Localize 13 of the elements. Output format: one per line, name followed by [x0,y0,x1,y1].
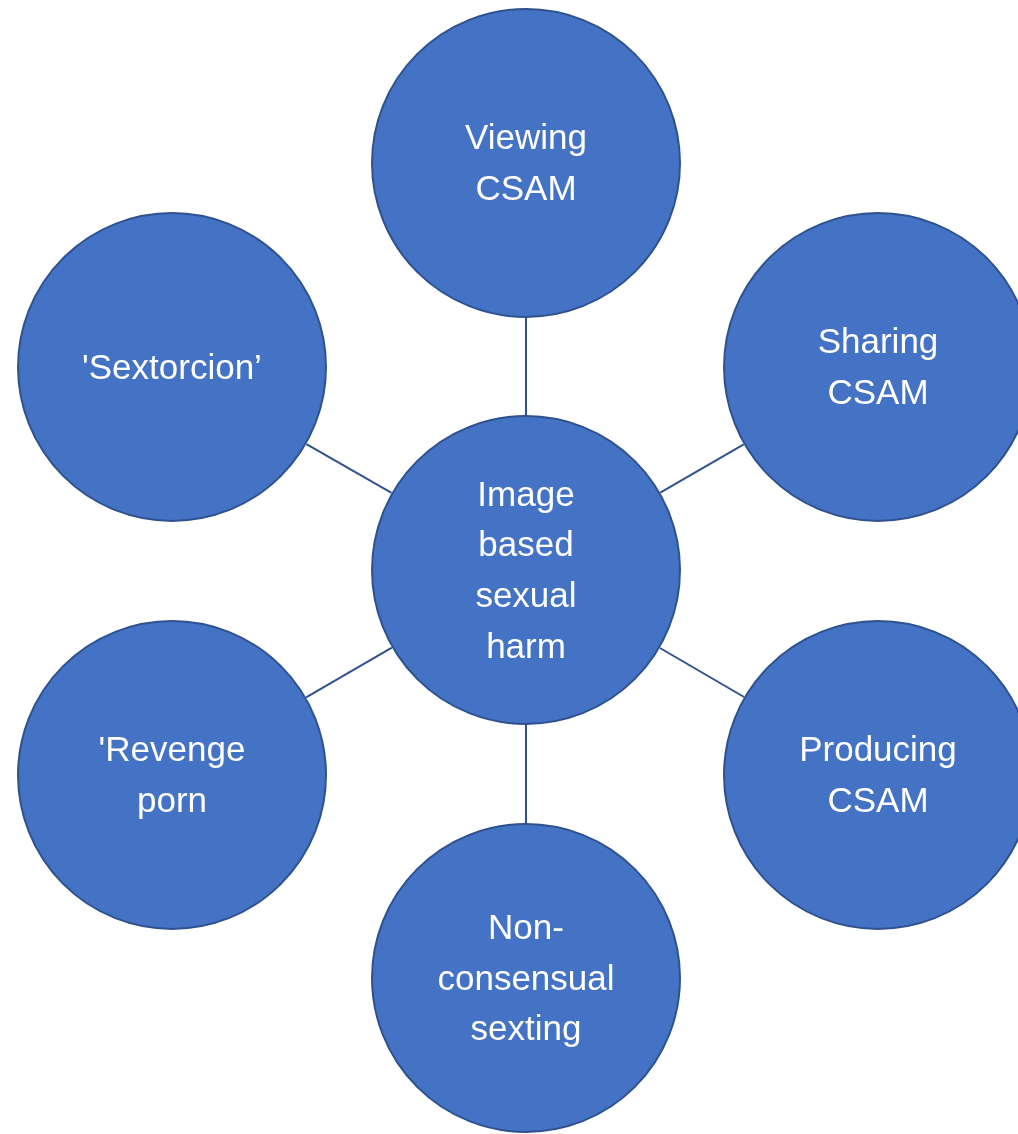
node-label: Sharing CSAM [816,320,940,413]
connector-line [525,317,527,416]
connector-line [658,647,746,698]
node-label: Image based sexual harm [474,472,578,667]
connector-line [659,443,745,494]
connector-line [305,443,393,494]
connector-line [525,724,527,824]
node-label: 'Sextorcion’ [82,345,262,388]
node-label: 'Revenge porn [97,728,247,821]
node-label: Producing CSAM [798,728,958,821]
node-label: Non-consensual sexting [436,905,616,1050]
node-label: Viewing CSAM [464,116,588,209]
connector-line [305,646,393,699]
